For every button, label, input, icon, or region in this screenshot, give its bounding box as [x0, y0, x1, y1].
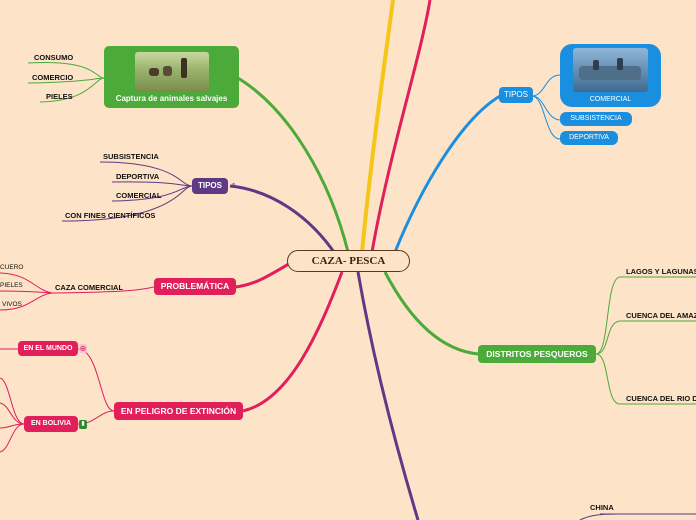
- fishing-photo: [573, 48, 648, 92]
- mundo-link-icon[interactable]: ⊕: [79, 344, 87, 353]
- distrito-lagos[interactable]: LAGOS Y LAGUNAS: [626, 267, 696, 276]
- bolivia-note-icon[interactable]: ▮: [79, 420, 87, 429]
- collapse-toggle-icon[interactable]: ⇕: [230, 182, 237, 191]
- captura-title: Captura de animales salvajes: [104, 94, 239, 103]
- hunting-photo: [135, 52, 209, 92]
- distrito-amazonas[interactable]: CUENCA DEL AMAZONAS: [626, 311, 696, 320]
- problematica-node[interactable]: PROBLEMÁTICA: [154, 278, 236, 295]
- caza-comercial-label[interactable]: CAZA COMERCIAL: [55, 283, 123, 292]
- pesca-comercial-node[interactable]: COMERCIAL: [560, 44, 661, 107]
- distritos-node[interactable]: DISTRITOS PESQUEROS: [478, 345, 596, 363]
- captura-item-consumo[interactable]: CONSUMO: [34, 53, 73, 62]
- pesca-deportiva-node[interactable]: DEPORTIVA: [560, 131, 618, 145]
- problematica-item-vivos[interactable]: VIVOS: [2, 301, 22, 308]
- tipos-item-subsistencia[interactable]: SUBSISTENCIA: [103, 152, 159, 161]
- captura-item-pieles[interactable]: PIELES: [46, 92, 73, 101]
- tipos-item-deportiva[interactable]: DEPORTIVA: [116, 172, 159, 181]
- en-bolivia-node[interactable]: EN BOLIVIA: [24, 416, 78, 432]
- tipos-left-node[interactable]: TIPOS: [192, 178, 228, 194]
- central-topic[interactable]: CAZA- PESCA: [287, 250, 410, 272]
- china-label[interactable]: CHINA: [590, 503, 614, 512]
- pesca-subsistencia-node[interactable]: SUBSISTENCIA: [560, 112, 632, 126]
- problematica-item-pieles[interactable]: PIELES: [0, 282, 23, 289]
- peligro-node[interactable]: EN PELIGRO DE EXTINCIÓN: [114, 402, 243, 420]
- en-el-mundo-node[interactable]: EN EL MUNDO: [18, 341, 78, 356]
- tipos-item-comercial[interactable]: COMERCIAL: [116, 191, 161, 200]
- tipos-right-node[interactable]: TIPOS: [499, 87, 533, 103]
- problematica-item-cuero[interactable]: CUERO: [0, 264, 23, 271]
- pesca-comercial-label: COMERCIAL: [560, 96, 661, 103]
- distrito-plata[interactable]: CUENCA DEL RIO DE LA PLATA: [626, 394, 696, 403]
- captura-node[interactable]: Captura de animales salvajes: [104, 46, 239, 108]
- tipos-item-cientificos[interactable]: CON FINES CIENTÍFICOS: [65, 211, 155, 220]
- captura-item-comercio[interactable]: COMERCIO: [32, 73, 73, 82]
